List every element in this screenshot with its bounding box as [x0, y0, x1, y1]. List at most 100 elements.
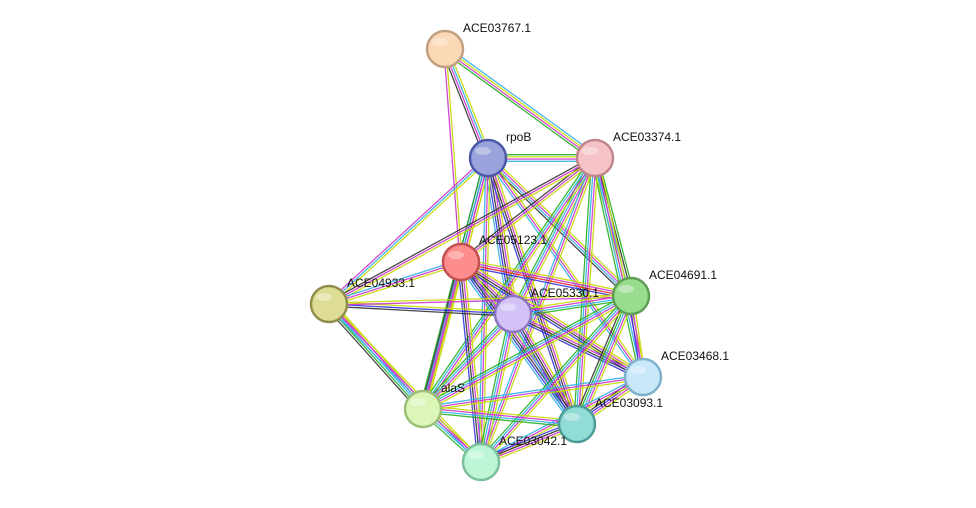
edge-line: [445, 48, 463, 262]
edge-line: [458, 262, 576, 426]
node-circle[interactable]: [493, 294, 533, 334]
edge-line: [597, 157, 647, 377]
node-circle[interactable]: [468, 138, 508, 178]
edge-line: [516, 311, 582, 423]
node-label: alaS: [441, 381, 465, 395]
edge-line: [574, 294, 630, 424]
node-label: ACE04933.1: [347, 276, 415, 290]
edge-line: [512, 292, 631, 312]
edge-line: [422, 294, 631, 409]
edge-ACE05123.1-ACE04933.1: [328, 259, 462, 307]
node-circle[interactable]: [425, 29, 465, 69]
edge-line: [486, 158, 631, 298]
edge-line: [575, 157, 595, 424]
node-circle[interactable]: [461, 442, 501, 482]
edge-line: [445, 48, 490, 158]
edge-line: [330, 302, 484, 461]
edge-line: [573, 157, 593, 424]
edge-line: [328, 157, 489, 305]
node-highlight: [316, 293, 332, 301]
node-ACE03767.1[interactable]: ACE03767.1: [425, 21, 531, 69]
edge-line: [330, 159, 490, 307]
edge-line: [591, 158, 641, 378]
edge-line: [479, 294, 631, 462]
node-highlight: [448, 251, 464, 259]
node-circle[interactable]: [403, 389, 443, 429]
edge-line: [421, 292, 630, 407]
node-layer: ACE03767.1 rpoB ACE03374.1ACE05123.1ACE049…: [309, 21, 729, 482]
edge-ACE04691.1-alaS: [421, 292, 633, 413]
edge-line: [419, 157, 486, 409]
node-circle[interactable]: [623, 357, 663, 397]
node-circle[interactable]: [309, 284, 349, 324]
node-circle[interactable]: [441, 242, 481, 282]
edge-ACE05330.1-ACE03093.1: [508, 311, 582, 427]
edge-ACE05330.1-ACE04691.1: [512, 292, 632, 318]
node-ACE03093.1[interactable]: ACE03093.1: [557, 396, 663, 444]
node-label: ACE05330.1: [531, 286, 599, 300]
node-ACE05123.1[interactable]: ACE05123.1: [441, 233, 547, 282]
node-ACE04933.1[interactable]: ACE04933.1: [309, 276, 415, 324]
edge-line: [423, 378, 644, 412]
edge-line: [424, 262, 464, 410]
edge-line: [512, 294, 631, 314]
node-rpoB[interactable]: rpoB: [468, 130, 531, 178]
edge-rpoB-alaS: [419, 157, 492, 410]
edge-ACE03374.1-ACE03468.1: [591, 157, 647, 378]
edge-line: [488, 157, 579, 424]
edge-ACE05330.1-ACE03468.1: [511, 310, 645, 381]
edge-line: [423, 296, 632, 411]
edge-line: [511, 157, 595, 314]
edge-line: [457, 262, 479, 463]
edge-line: [459, 262, 481, 463]
node-highlight: [410, 398, 426, 406]
edge-line: [463, 261, 485, 462]
node-ACE03468.1[interactable]: ACE03468.1: [623, 349, 729, 397]
edge-line: [442, 51, 594, 162]
edge-line: [327, 155, 487, 303]
edge-line: [445, 47, 597, 158]
node-alaS[interactable]: alaS: [403, 381, 465, 429]
edge-line: [328, 294, 631, 304]
edge-line: [482, 297, 634, 465]
edge-line: [512, 313, 578, 425]
edge-line: [328, 303, 482, 463]
edge-ACE03767.1-ACE03374.1: [442, 45, 598, 162]
node-label: ACE03042.1: [499, 434, 567, 448]
edge-line: [329, 296, 632, 306]
edge-line: [425, 158, 492, 410]
node-ACE05330.1[interactable]: ACE05330.1: [493, 286, 599, 334]
edge-line: [443, 49, 488, 159]
edge-ACE03468.1-alaS: [422, 374, 644, 412]
edge-line: [511, 316, 642, 381]
node-label: ACE03468.1: [661, 349, 729, 363]
edge-line: [512, 314, 643, 379]
node-highlight: [475, 147, 491, 155]
edge-line: [328, 259, 461, 303]
edge-line: [514, 312, 580, 424]
node-circle[interactable]: [611, 276, 651, 316]
edge-line: [328, 261, 462, 305]
node-ACE04691.1[interactable]: ACE04691.1: [611, 268, 717, 316]
node-label: ACE03093.1: [595, 396, 663, 410]
edge-line: [477, 313, 511, 462]
edge-line: [456, 264, 574, 427]
edge-line: [508, 315, 574, 427]
node-ACE03374.1[interactable]: ACE03374.1: [575, 130, 681, 178]
edge-line: [462, 258, 646, 375]
edge-line: [326, 305, 422, 411]
node-highlight: [564, 413, 580, 421]
node-ACE03042.1[interactable]: ACE03042.1: [461, 434, 567, 482]
edge-line: [328, 157, 596, 305]
edge-line: [509, 156, 593, 313]
node-circle[interactable]: [557, 404, 597, 444]
node-highlight: [630, 366, 646, 374]
edge-line: [441, 49, 486, 160]
edge-line: [461, 159, 597, 265]
edge-line: [461, 258, 632, 294]
edge-line: [422, 411, 577, 428]
edge-line: [423, 405, 578, 422]
node-highlight: [582, 147, 598, 155]
node-circle[interactable]: [575, 138, 615, 178]
